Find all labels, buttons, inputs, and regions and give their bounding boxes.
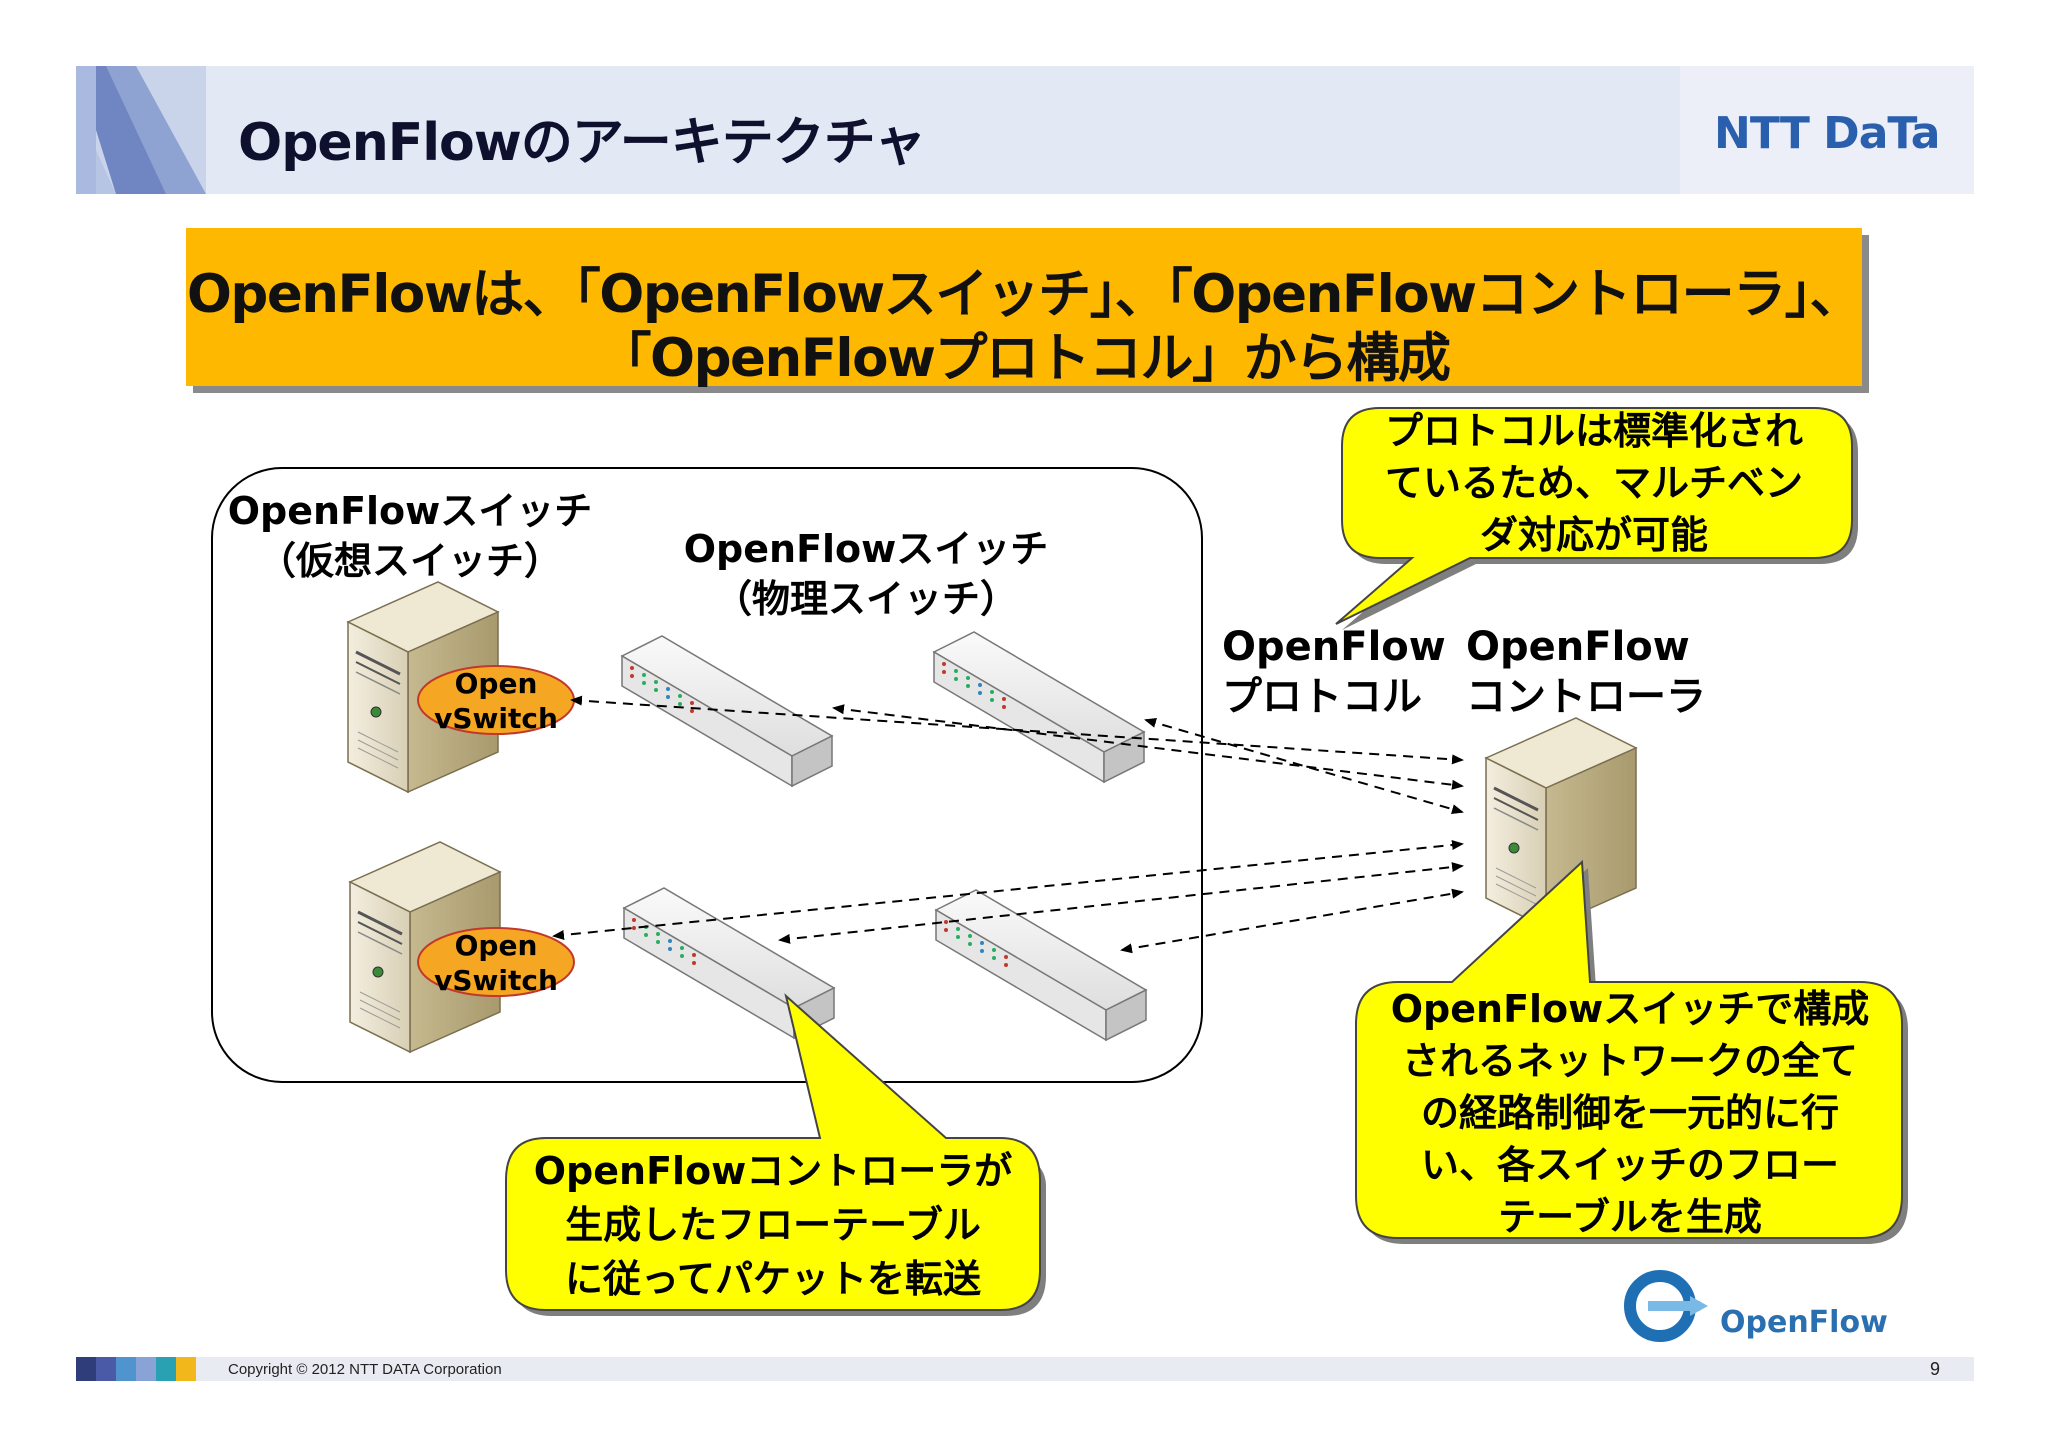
- openflow-logo: OpenFlow: [1624, 1270, 1888, 1342]
- callout-switch-line2: 生成したフローテーブル: [565, 1203, 981, 1247]
- callout-controller-line5: テーブルを生成: [1498, 1195, 1762, 1239]
- callout-switch: OpenFlowコントローラが 生成したフローテーブル に従ってパケットを転送: [505, 993, 1046, 1316]
- connection-line: [1120, 888, 1464, 954]
- footer-bar: [196, 1357, 1974, 1381]
- openflow-logo-text: OpenFlow: [1720, 1305, 1888, 1340]
- copyright-text: Copyright © 2012 NTT DATA Corporation: [228, 1361, 502, 1378]
- physical-switch-label-line2: （物理スイッチ）: [714, 577, 1018, 621]
- ovs-label-line2: vSwitch: [434, 702, 558, 735]
- header-decoration: [76, 66, 206, 194]
- page-title: OpenFlowのアーキテクチャ: [238, 113, 926, 173]
- summary-line-2: 「OpenFlowプロトコル」から構成: [598, 328, 1451, 389]
- ovs-label-line1: Open: [455, 667, 538, 700]
- virtual-switch-label-line1: OpenFlowスイッチ: [228, 489, 593, 533]
- callout-switch-line3: に従ってパケットを転送: [565, 1257, 981, 1301]
- protocol-label: OpenFlow プロトコル: [1222, 624, 1446, 720]
- brand-box: [1680, 66, 1974, 194]
- callout-controller: OpenFlowスイッチで構成 されるネットワークの全て の経路制御を一元的に行…: [1355, 859, 1908, 1244]
- callout-protocol-line2: ているため、マルチベン: [1385, 461, 1803, 505]
- open-vswitch-badge: Open vSwitch: [417, 665, 575, 735]
- virtual-switch-label-line2: （仮想スイッチ）: [258, 539, 562, 583]
- physical-switch-label: OpenFlowスイッチ （物理スイッチ）: [684, 527, 1049, 621]
- controller-label: OpenFlow コントローラ: [1466, 624, 1706, 720]
- controller-label-line1: OpenFlow: [1466, 624, 1690, 670]
- page-number: 9: [1930, 1359, 1941, 1379]
- callout-controller-line1: OpenFlowスイッチで構成: [1391, 987, 1870, 1031]
- ovs-label-line2: vSwitch: [434, 964, 558, 997]
- protocol-label-line2: プロトコル: [1222, 674, 1422, 720]
- controller-label-line2: コントローラ: [1466, 674, 1706, 720]
- physical-switch-icon: [933, 631, 1145, 783]
- header-bar: [76, 66, 1974, 194]
- connection-line: [1144, 717, 1464, 815]
- callout-controller-line3: の経路制御を一元的に行: [1421, 1091, 1839, 1135]
- callout-controller-line2: されるネットワークの全て: [1402, 1039, 1858, 1083]
- summary-banner: OpenFlowは、「OpenFlowスイッチ」、「OpenFlowコントローラ…: [186, 228, 1863, 389]
- protocol-connections: [552, 695, 1464, 954]
- ntt-data-logo: NTT DaTa: [1714, 108, 1940, 159]
- open-vswitch-badge: Open vSwitch: [417, 927, 575, 997]
- callout-protocol: プロトコルは標準化され ているため、マルチベン ダ対応が可能: [1335, 407, 1858, 630]
- callout-protocol-line3: ダ対応が可能: [1480, 513, 1708, 557]
- protocol-label-line1: OpenFlow: [1222, 624, 1446, 670]
- summary-line-1: OpenFlowは、「OpenFlowスイッチ」、「OpenFlowコントローラ…: [186, 264, 1863, 325]
- ovs-label-line1: Open: [455, 929, 538, 962]
- callout-switch-line1: OpenFlowコントローラが: [534, 1149, 1013, 1193]
- virtual-switch-label: OpenFlowスイッチ （仮想スイッチ）: [228, 489, 593, 583]
- physical-switch-label-line1: OpenFlowスイッチ: [684, 527, 1049, 571]
- footer-color-blocks: [76, 1357, 196, 1381]
- callout-controller-line4: い、各スイッチのフロー: [1421, 1143, 1839, 1187]
- callout-protocol-line1: プロトコルは標準化され: [1385, 409, 1803, 453]
